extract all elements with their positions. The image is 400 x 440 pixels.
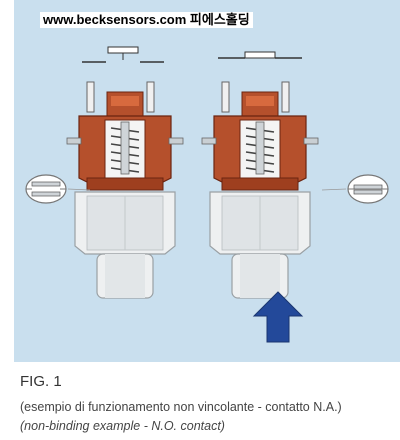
switch-symbol-left <box>82 46 164 63</box>
pressure-switch-right <box>201 81 319 299</box>
switch-symbol-right <box>218 51 302 59</box>
caption-italian: (esempio di funzionamento non vincolante… <box>20 400 342 414</box>
figure-label: FIG. 1 <box>20 373 62 390</box>
caption-english: (non-binding example - N.O. contact) <box>20 419 225 433</box>
contact-detail-right <box>347 174 389 204</box>
pressure-switch-diagram <box>25 46 389 343</box>
arrow-up-icon <box>252 291 304 343</box>
contact-detail-left <box>25 174 67 204</box>
watermark-text: www.becksensors.com 피에스홀딩 <box>40 12 253 28</box>
diagram-panel <box>14 0 400 362</box>
